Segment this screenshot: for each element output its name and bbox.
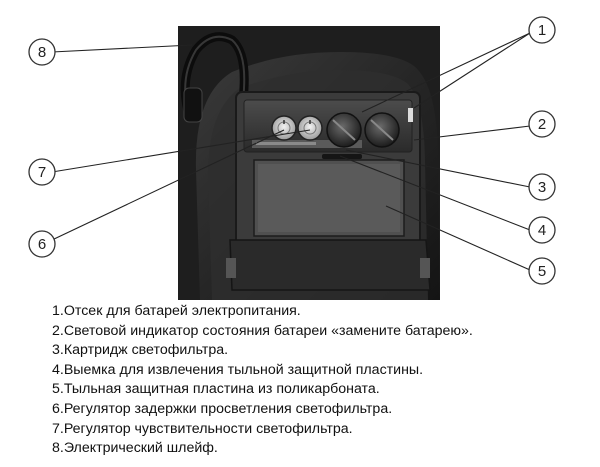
svg-text:6: 6 bbox=[38, 236, 46, 253]
welding-helmet-diagram: 1 2 3 4 5 6 7 8 bbox=[28, 16, 556, 300]
legend-list: 1.Отсек для батарей электропитания. 2.Св… bbox=[52, 302, 473, 459]
legend-item-5: 5.Тыльная защитная пластина из поликарбо… bbox=[52, 381, 380, 398]
svg-text:4: 4 bbox=[538, 222, 546, 239]
svg-text:8: 8 bbox=[38, 44, 46, 61]
callout-5: 5 bbox=[528, 257, 556, 285]
legend-item-6: 6.Регулятор задержки просветления светоф… bbox=[52, 400, 393, 417]
delay-knob bbox=[271, 115, 297, 141]
legend-item-3: 3.Картридж светофильтра. bbox=[52, 342, 229, 359]
legend-item-8: 8.Электрический шлейф. bbox=[52, 440, 218, 457]
callout-7: 7 bbox=[28, 158, 56, 186]
callout-2: 2 bbox=[528, 110, 556, 138]
callout-1: 1 bbox=[528, 16, 556, 44]
svg-text:2: 2 bbox=[538, 116, 546, 133]
svg-text:5: 5 bbox=[538, 263, 546, 280]
sensitivity-knob bbox=[297, 115, 323, 141]
legend-item-2: 2.Световой индикатор состояния батареи «… bbox=[52, 322, 473, 339]
svg-text:3: 3 bbox=[538, 179, 546, 196]
callout-8: 8 bbox=[28, 38, 56, 66]
legend-item-1: 1.Отсек для батарей электропитания. bbox=[52, 303, 301, 319]
cable-connector bbox=[183, 87, 203, 123]
legend-item-7: 7.Регулятор чувствительности светофильтр… bbox=[52, 420, 353, 437]
svg-text:1: 1 bbox=[538, 22, 546, 39]
battery-indicator-led bbox=[408, 108, 413, 122]
callout-3: 3 bbox=[528, 173, 556, 201]
callout-4: 4 bbox=[528, 216, 556, 244]
callout-6: 6 bbox=[28, 230, 56, 258]
svg-text:7: 7 bbox=[38, 164, 46, 181]
legend-item-4: 4.Выемка для извлечения тыльной защитной… bbox=[52, 361, 424, 378]
